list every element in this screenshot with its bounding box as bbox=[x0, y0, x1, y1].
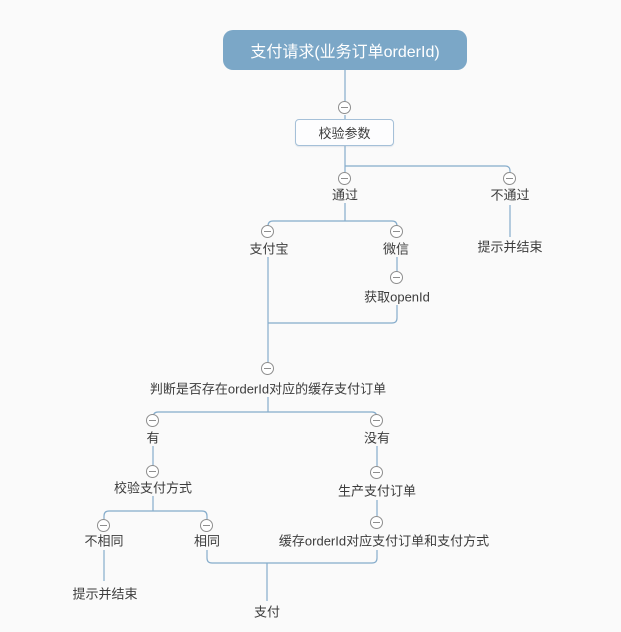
link-checkparams-children bbox=[344, 146, 511, 173]
link-merge-checkcache bbox=[267, 257, 398, 363]
node-pay[interactable]: 支付 bbox=[253, 604, 281, 620]
collapse-icon[interactable] bbox=[338, 101, 351, 114]
link-checkcache-children bbox=[152, 397, 378, 419]
node-fail-hint-end[interactable]: 提示并结束 bbox=[477, 239, 543, 255]
collapse-icon[interactable] bbox=[200, 519, 213, 532]
minus-glyph bbox=[100, 524, 107, 526]
link-merge-pay bbox=[206, 550, 378, 601]
node-yes[interactable]: 有 bbox=[146, 430, 160, 446]
node-no[interactable]: 没有 bbox=[363, 430, 391, 446]
node-fail[interactable]: 不通过 bbox=[490, 187, 530, 203]
minus-glyph bbox=[506, 177, 513, 179]
collapse-icon[interactable] bbox=[370, 466, 383, 479]
collapse-icon[interactable] bbox=[146, 414, 159, 427]
collapse-icon[interactable] bbox=[370, 516, 383, 529]
link-verify-children bbox=[103, 496, 208, 519]
node-wechat[interactable]: 微信 bbox=[382, 241, 410, 257]
node-create-pay-order[interactable]: 生产支付订单 bbox=[337, 483, 417, 499]
minus-glyph bbox=[373, 419, 380, 421]
collapse-icon[interactable] bbox=[261, 362, 274, 375]
minus-glyph bbox=[341, 177, 348, 179]
collapse-icon[interactable] bbox=[261, 225, 274, 238]
node-verify-pay-method[interactable]: 校验支付方式 bbox=[113, 480, 193, 496]
collapse-icon[interactable] bbox=[503, 172, 516, 185]
minus-glyph bbox=[393, 230, 400, 232]
minus-glyph bbox=[341, 106, 348, 108]
node-same[interactable]: 相同 bbox=[193, 533, 221, 549]
minus-glyph bbox=[373, 471, 380, 473]
minus-glyph bbox=[203, 524, 210, 526]
node-check-params[interactable]: 校验参数 bbox=[295, 119, 394, 146]
collapse-icon[interactable] bbox=[97, 519, 110, 532]
collapse-icon[interactable] bbox=[390, 271, 403, 284]
minus-glyph bbox=[373, 521, 380, 523]
minus-glyph bbox=[393, 276, 400, 278]
node-payment-request[interactable]: 支付请求(业务订单orderId) bbox=[223, 30, 467, 70]
collapse-icon[interactable] bbox=[370, 414, 383, 427]
minus-glyph bbox=[264, 367, 271, 369]
link-pass-children bbox=[267, 203, 398, 227]
node-cache-order-method[interactable]: 缓存orderId对应支付订单和支付方式 bbox=[278, 533, 490, 549]
node-get-openid[interactable]: 获取openId bbox=[364, 289, 430, 305]
minus-glyph bbox=[149, 470, 156, 472]
minus-glyph bbox=[149, 419, 156, 421]
node-different[interactable]: 不相同 bbox=[84, 533, 124, 549]
node-alipay[interactable]: 支付宝 bbox=[249, 241, 289, 257]
node-check-cached-order[interactable]: 判断是否存在orderId对应的缓存支付订单 bbox=[149, 381, 387, 397]
node-pass[interactable]: 通过 bbox=[331, 187, 359, 203]
collapse-icon[interactable] bbox=[390, 225, 403, 238]
collapse-icon[interactable] bbox=[146, 465, 159, 478]
collapse-icon[interactable] bbox=[338, 172, 351, 185]
minus-glyph bbox=[264, 230, 271, 232]
node-different-hint-end[interactable]: 提示并结束 bbox=[72, 586, 138, 602]
